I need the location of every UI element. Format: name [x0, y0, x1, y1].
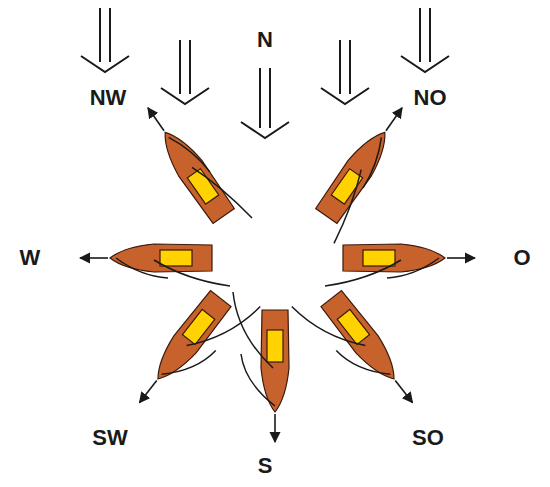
course-arrow	[80, 257, 108, 259]
wind-arrow	[401, 8, 449, 72]
jib	[162, 333, 216, 391]
mainsail	[325, 260, 401, 286]
jib	[169, 129, 210, 180]
direction-label: N	[257, 29, 273, 51]
sailboat	[80, 244, 230, 286]
direction-label: NW	[90, 87, 127, 109]
hull	[154, 124, 235, 224]
wind-arrow	[81, 8, 129, 72]
course-arrow	[395, 381, 412, 403]
hull	[320, 290, 405, 388]
sailboat	[325, 244, 475, 286]
mainsail	[318, 170, 378, 244]
sailboat	[136, 95, 252, 239]
hull	[343, 244, 445, 272]
jib	[352, 137, 393, 188]
sailboat	[305, 100, 421, 244]
jib	[116, 258, 168, 278]
jib	[387, 258, 439, 278]
direction-label: S	[258, 455, 273, 477]
cockpit	[267, 330, 283, 362]
direction-label: W	[20, 247, 41, 269]
course-arrow	[386, 108, 402, 131]
course-arrow	[148, 108, 164, 131]
cockpit	[160, 250, 192, 266]
course-arrow	[274, 414, 276, 442]
hull	[147, 290, 232, 388]
sailboat	[233, 292, 289, 442]
cockpit	[363, 250, 395, 266]
jib	[241, 354, 275, 406]
hull	[315, 124, 396, 224]
wind-arrow	[161, 40, 209, 104]
hull	[110, 244, 212, 272]
cockpit	[331, 169, 362, 204]
sailboat	[292, 276, 424, 425]
wind-arrows	[81, 8, 449, 138]
jib	[336, 333, 390, 391]
mainsail	[187, 286, 261, 367]
course-arrow	[447, 257, 475, 259]
course-arrow	[140, 381, 157, 403]
mainsail	[154, 260, 230, 286]
sailboat	[128, 276, 260, 425]
direction-label: SW	[92, 427, 127, 449]
mainsail	[292, 286, 366, 367]
mainsail	[233, 292, 273, 368]
direction-label: O	[513, 247, 530, 269]
direction-label: NO	[414, 87, 447, 109]
direction-label: SO	[412, 427, 444, 449]
wind-arrow	[241, 68, 289, 138]
mainsail	[192, 156, 252, 230]
wind-arrow	[321, 40, 369, 104]
